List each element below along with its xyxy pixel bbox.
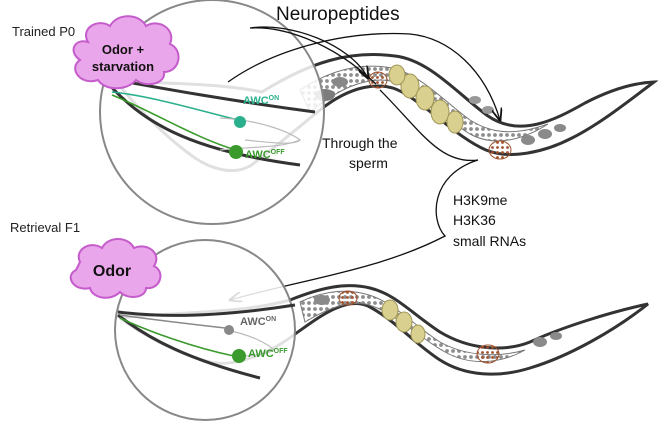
- awc-on-label-p0: AWCON: [243, 95, 279, 107]
- awc-off-label-f1: AWCOFF: [248, 348, 288, 360]
- awc-on-dendrite-p0: [111, 91, 239, 121]
- title-neuropeptides: Neuropeptides: [276, 4, 400, 25]
- awc-off-label-p0: AWCOFF: [245, 149, 285, 161]
- cloud-text-line2: starvation: [92, 59, 154, 74]
- magnifier-f1: AWCON AWCOFF: [114, 239, 296, 421]
- label-retrieval-f1: Retrieval F1: [10, 220, 80, 235]
- arrow-neuropeptides-to-germline: [227, 32, 500, 120]
- odor-starvation-cloud: Odor + starvation: [72, 15, 180, 90]
- arrow-neuropeptides-to-oocyte: [249, 26, 377, 85]
- awc-off-soma-p0: [229, 145, 243, 159]
- awc-on-dendrite-f1: [119, 314, 226, 329]
- awc-off-dendrite-p0: [111, 94, 237, 151]
- cloud-text-odor: Odor: [93, 263, 131, 280]
- mark-item: small RNAs: [453, 233, 526, 249]
- through-line1: Through the: [322, 135, 398, 151]
- through-line2: sperm: [349, 155, 388, 171]
- mark-item: H3K36: [453, 212, 496, 228]
- epigenetic-marks: H3K9me H3K36 small RNAs: [453, 192, 526, 249]
- cloud-text-line1: Odor +: [102, 42, 145, 57]
- awc-off-soma-f1: [232, 349, 246, 363]
- awc-on-soma-f1: [224, 325, 234, 335]
- label-trained-p0: Trained P0: [12, 24, 75, 39]
- odor-cloud: Odor: [69, 238, 162, 299]
- awc-on-soma-p0: [234, 116, 246, 128]
- awc-off-dendrite-f1: [119, 317, 235, 357]
- mark-item: H3K9me: [453, 192, 508, 208]
- arrow-inheritance: [230, 89, 479, 300]
- awc-on-label-f1: AWCON: [240, 316, 276, 328]
